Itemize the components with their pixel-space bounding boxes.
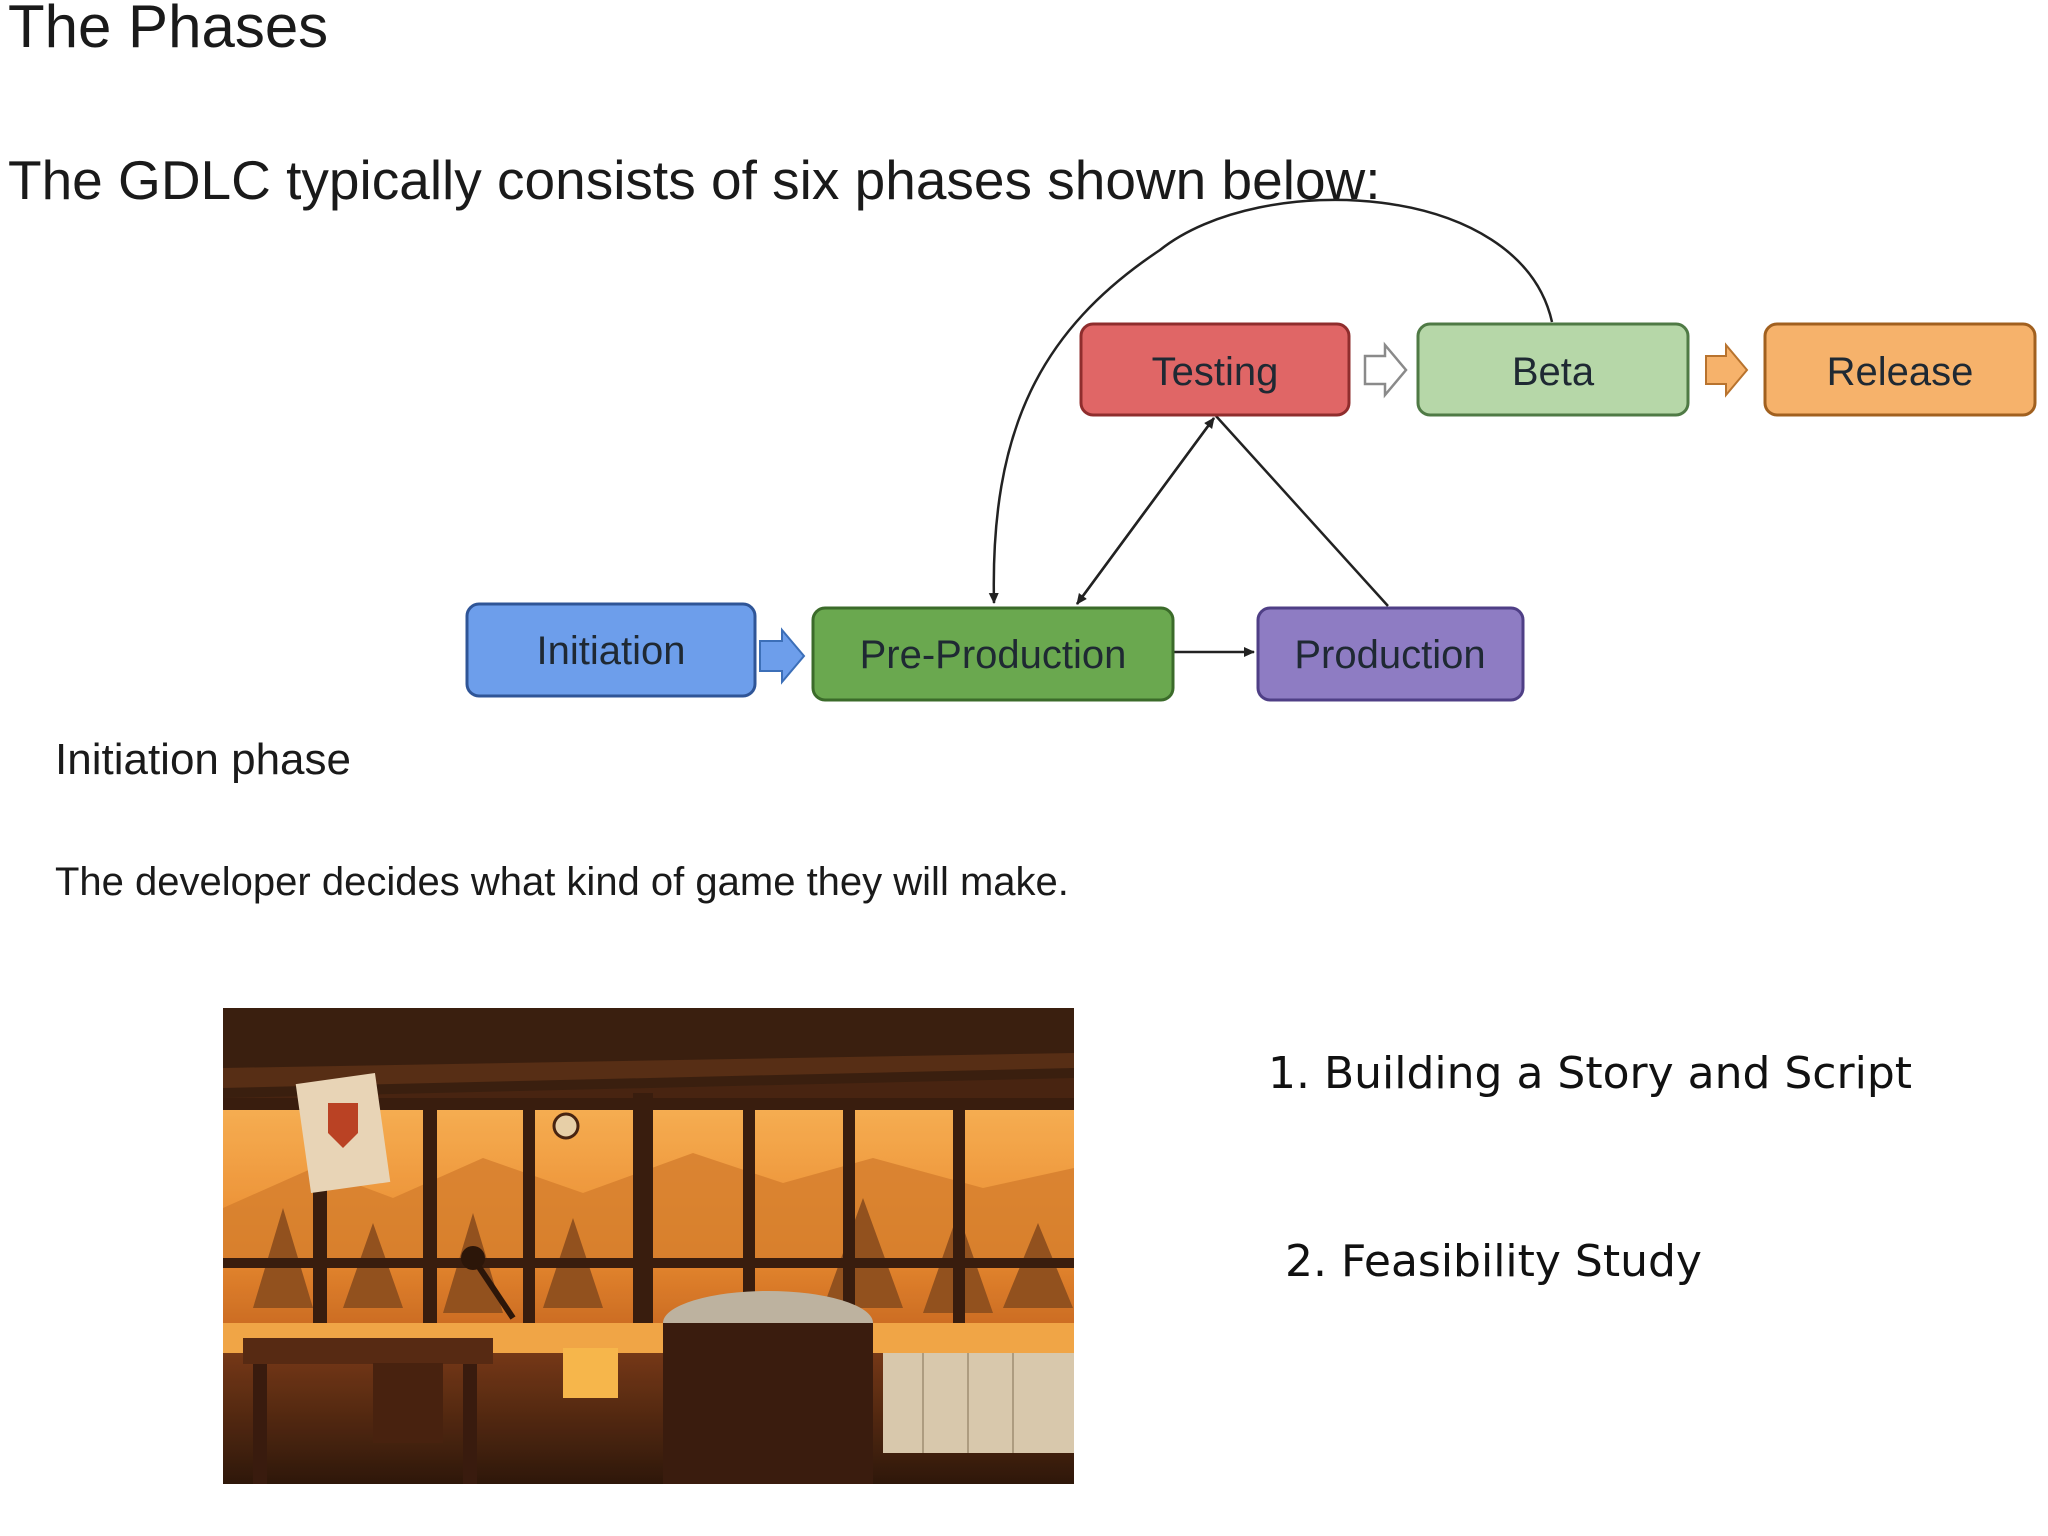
phase-label-release: Release bbox=[1827, 350, 1974, 394]
arrow-testing-to-preproduction bbox=[1075, 417, 1216, 605]
loop-arrow-beta-to-preproduction bbox=[988, 198, 1554, 604]
phase-label-production: Production bbox=[1294, 633, 1485, 677]
block-arrow-testing-to-beta bbox=[1363, 341, 1408, 399]
phase-box-release: Release bbox=[1763, 322, 2037, 417]
line-production-to-testing bbox=[1215, 415, 1389, 607]
phase-label-pre-production: Pre-Production bbox=[860, 633, 1127, 677]
section-text: The developer decides what kind of game … bbox=[55, 860, 1069, 904]
block-arrow-initiation-to-preproduction bbox=[759, 627, 806, 685]
phase-box-initiation: Initiation bbox=[465, 602, 757, 698]
section-heading: Initiation phase bbox=[55, 735, 351, 784]
step-item-1: 1. Building a Story and Script bbox=[1268, 1048, 1912, 1099]
step-item-2: 2. Feasibility Study bbox=[1285, 1236, 1702, 1287]
gdlc-phase-diagram: Initiation Pre-Production Production Tes… bbox=[465, 198, 2037, 702]
phase-label-initiation: Initiation bbox=[537, 629, 686, 673]
phase-label-testing: Testing bbox=[1152, 350, 1279, 394]
phase-label-beta: Beta bbox=[1512, 350, 1595, 394]
phase-box-testing: Testing bbox=[1079, 322, 1351, 417]
phase-box-beta: Beta bbox=[1416, 322, 1690, 417]
phase-box-pre-production: Pre-Production bbox=[811, 606, 1175, 702]
page-title: The Phases bbox=[8, 0, 329, 60]
intro-text: The GDLC typically consists of six phase… bbox=[8, 149, 1381, 211]
phase-box-production: Production bbox=[1256, 606, 1525, 702]
game-screenshot-image bbox=[223, 1008, 1074, 1484]
block-arrow-beta-to-release bbox=[1705, 342, 1749, 398]
